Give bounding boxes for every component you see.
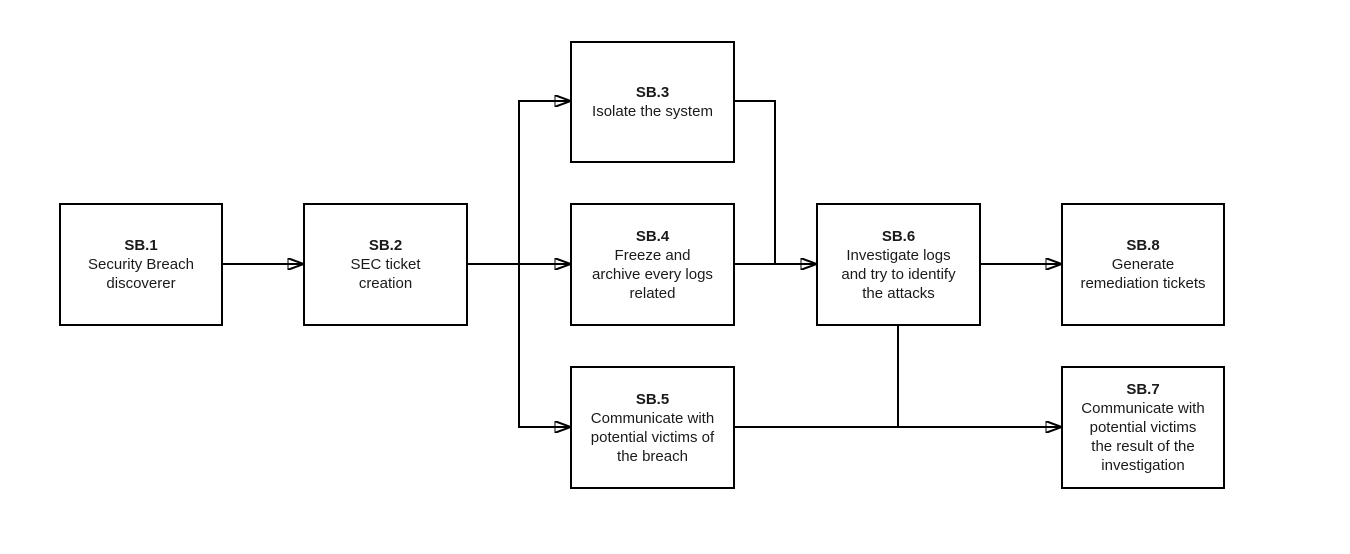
node-sb4-body: Freeze and archive every logs related	[592, 246, 713, 302]
node-sb8: SB.8 Generate remediation tickets	[1061, 203, 1225, 326]
node-sb2-body: SEC ticket creation	[350, 256, 421, 292]
node-sb5-title: SB.5	[635, 390, 670, 408]
node-sb5: SB.5 Communicate with potential victims …	[570, 366, 735, 489]
node-sb1: SB.1 Security Breach discoverer	[59, 203, 223, 326]
node-sb2-title: SB.2	[368, 237, 403, 254]
node-sb2: SB.2 SEC ticket creation	[303, 203, 468, 326]
node-sb4-title: SB.4	[635, 227, 670, 245]
node-sb1-body: Security Breach discoverer	[88, 256, 194, 292]
connector-sb2-sb3	[518, 101, 570, 264]
node-sb3-body: Isolate the system	[592, 103, 713, 120]
node-sb6-title: SB.6	[881, 227, 916, 245]
node-sb7: SB.7 Communicate with potential victims …	[1061, 366, 1225, 489]
node-sb6: SB.6 Investigate logs and try to identif…	[816, 203, 981, 326]
node-sb5-body: Communicate with potential victims of th…	[590, 409, 715, 465]
connector-sb3-sb6	[735, 100, 776, 264]
connector-sb2-sb5	[518, 264, 570, 427]
node-sb3: SB.3 Isolate the system	[570, 41, 735, 163]
node-sb3-title: SB.3	[635, 84, 670, 101]
node-sb8-title: SB.8	[1126, 237, 1160, 254]
node-sb8-body: Generate remediation tickets	[1080, 256, 1206, 292]
node-sb7-title: SB.7	[1126, 381, 1160, 398]
node-sb4: SB.4 Freeze and archive every logs relat…	[570, 203, 735, 326]
node-sb7-body: Communicate with potential victims the r…	[1081, 400, 1205, 474]
node-sb6-body: Investigate logs and try to identify the…	[841, 246, 956, 302]
node-sb1-title: SB.1	[124, 237, 158, 254]
